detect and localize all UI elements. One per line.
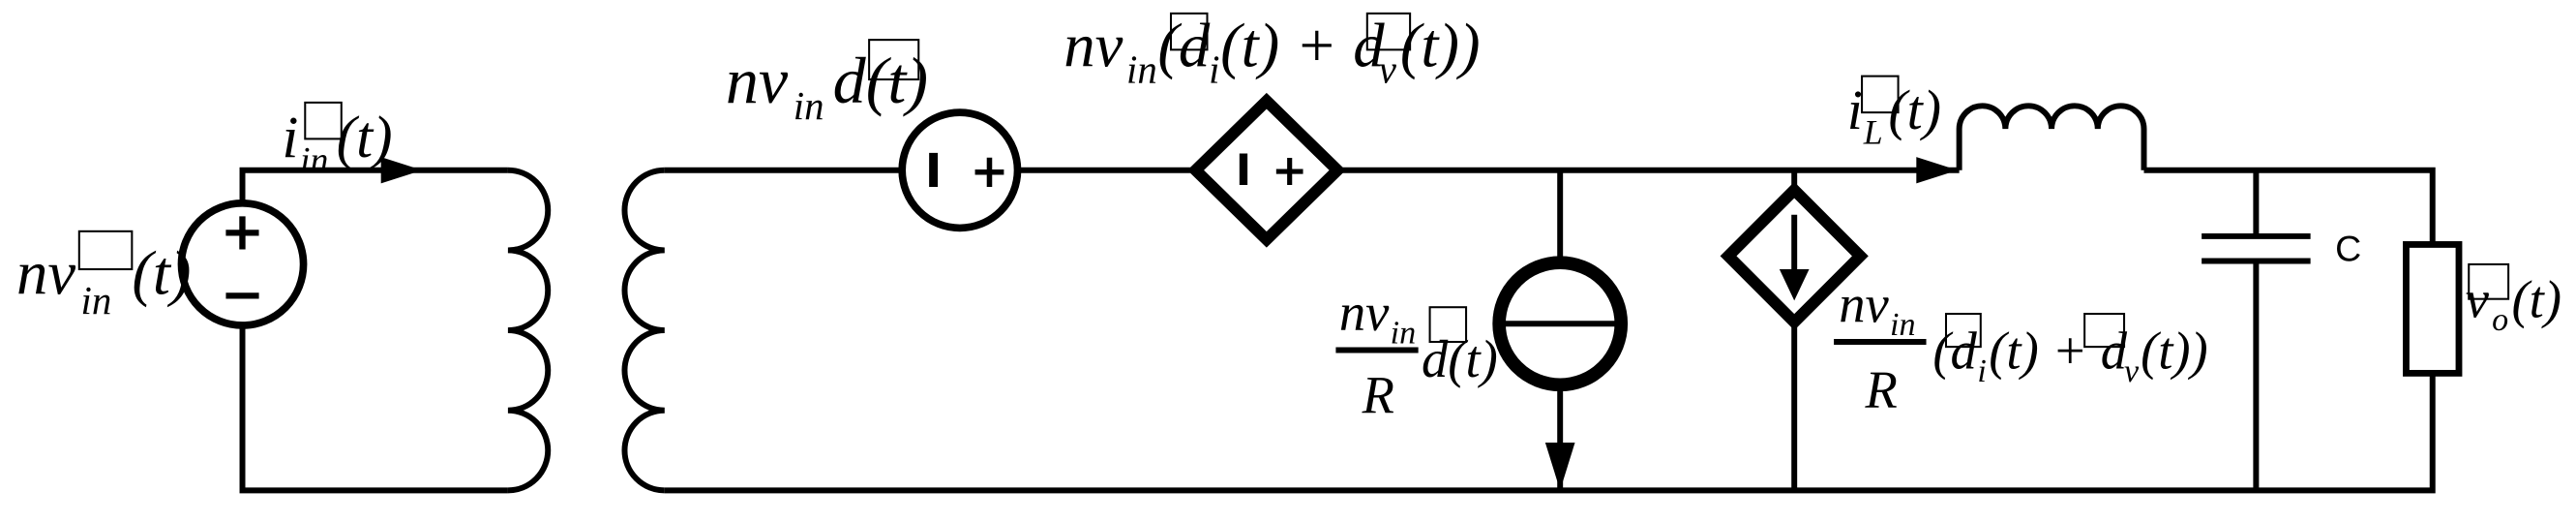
inductor-current-label-sub: L (1863, 113, 1883, 152)
series-source-label-main: nv (726, 44, 789, 117)
dependent-voltage-label-mid: (t) + d (1220, 11, 1385, 80)
dependent-voltage-label-main: nv (1063, 11, 1123, 80)
input-source-minus: − (221, 262, 265, 324)
input-current-label-sub: in (300, 140, 328, 180)
current-source-label-den: R (1362, 365, 1394, 424)
placeholder-box (77, 230, 134, 271)
placeholder-box (2083, 313, 2126, 349)
input-current-label: iin(t) (282, 105, 392, 180)
placeholder-box (304, 101, 343, 140)
dependent-voltage-label-close: (t)) (1400, 11, 1481, 80)
input-current-arrow-icon (380, 157, 423, 184)
series-voltage-source (898, 108, 1022, 232)
output-voltage-label-sub: o (2492, 302, 2508, 338)
load-resistor (2403, 241, 2463, 377)
output-top-wire (2143, 167, 2436, 245)
inductor-current-label: iL(t) (1847, 78, 1941, 151)
input-current-label-main: i (282, 105, 298, 170)
primary-bottom-wire (239, 324, 508, 494)
dependent-voltage-label-open: (d (1157, 11, 1211, 80)
transformer-secondary-coil (621, 167, 665, 494)
dependent-current-label-mid: (t) + d (1989, 321, 2127, 380)
transformer-primary-coil (507, 167, 552, 494)
placeholder-box (868, 39, 920, 81)
dependent-current-label-sub-v: v (2124, 353, 2140, 389)
dependent-voltage-plus: + (1272, 146, 1307, 196)
placeholder-box (1861, 75, 1900, 114)
series-source-plus: + (971, 145, 1009, 199)
dependent-current-label-den: R (1864, 360, 1897, 419)
series-source-minus: I (925, 145, 943, 199)
primary-top-wire (239, 167, 508, 203)
input-source-plus: + (221, 200, 265, 262)
dependent-current-label-num-main: nv (1839, 275, 1889, 334)
series-source-label-sub: in (794, 84, 824, 128)
placeholder-box (2468, 262, 2510, 300)
inductor-current-label-arg: (t) (1888, 78, 1941, 141)
capacitor-label: C (2335, 229, 2361, 269)
current-source-label-num-sub: in (1391, 316, 1417, 352)
current-source-arrow-icon (1544, 442, 1575, 491)
input-voltage-label-arg: (t) (132, 239, 191, 309)
input-voltage-label-main: nv (16, 239, 75, 309)
placeholder-box (1365, 12, 1412, 51)
dependent-voltage-minus: I (1236, 146, 1251, 196)
placeholder-box (1944, 313, 1982, 349)
dependent-current-label-num-sub: in (1890, 307, 1916, 343)
input-voltage-source (177, 200, 308, 329)
bottom-bus-wire (664, 373, 2436, 494)
dependent-current-arrow-icon (1779, 269, 1810, 301)
dependent-current-label-open: (d (1932, 321, 1977, 380)
dependent-voltage-source (1187, 92, 1346, 248)
dependent-voltage-label-sub-v: v (1379, 47, 1397, 91)
inductor-current-arrow-icon (1916, 157, 1958, 184)
current-source-label-num-main: nv (1339, 283, 1390, 342)
output-voltage-label-arg: (t) (2512, 269, 2561, 328)
current-source-label-factor: d(t) (1422, 329, 1498, 388)
dependent-current-label-sub-i: i (1977, 353, 1986, 389)
inductor (1956, 103, 2147, 170)
placeholder-box (1428, 306, 1468, 344)
dependent-current-label-close: (t)) (2141, 321, 2208, 380)
dependent-voltage-label-sub-i: i (1209, 47, 1219, 91)
inductor-current-label-main: i (1847, 78, 1863, 141)
input-voltage-label-sub: in (81, 279, 112, 322)
dependent-voltage-label-sub: in (1126, 47, 1157, 91)
input-current-label-arg: (t) (337, 105, 393, 170)
placeholder-box (1169, 12, 1209, 51)
